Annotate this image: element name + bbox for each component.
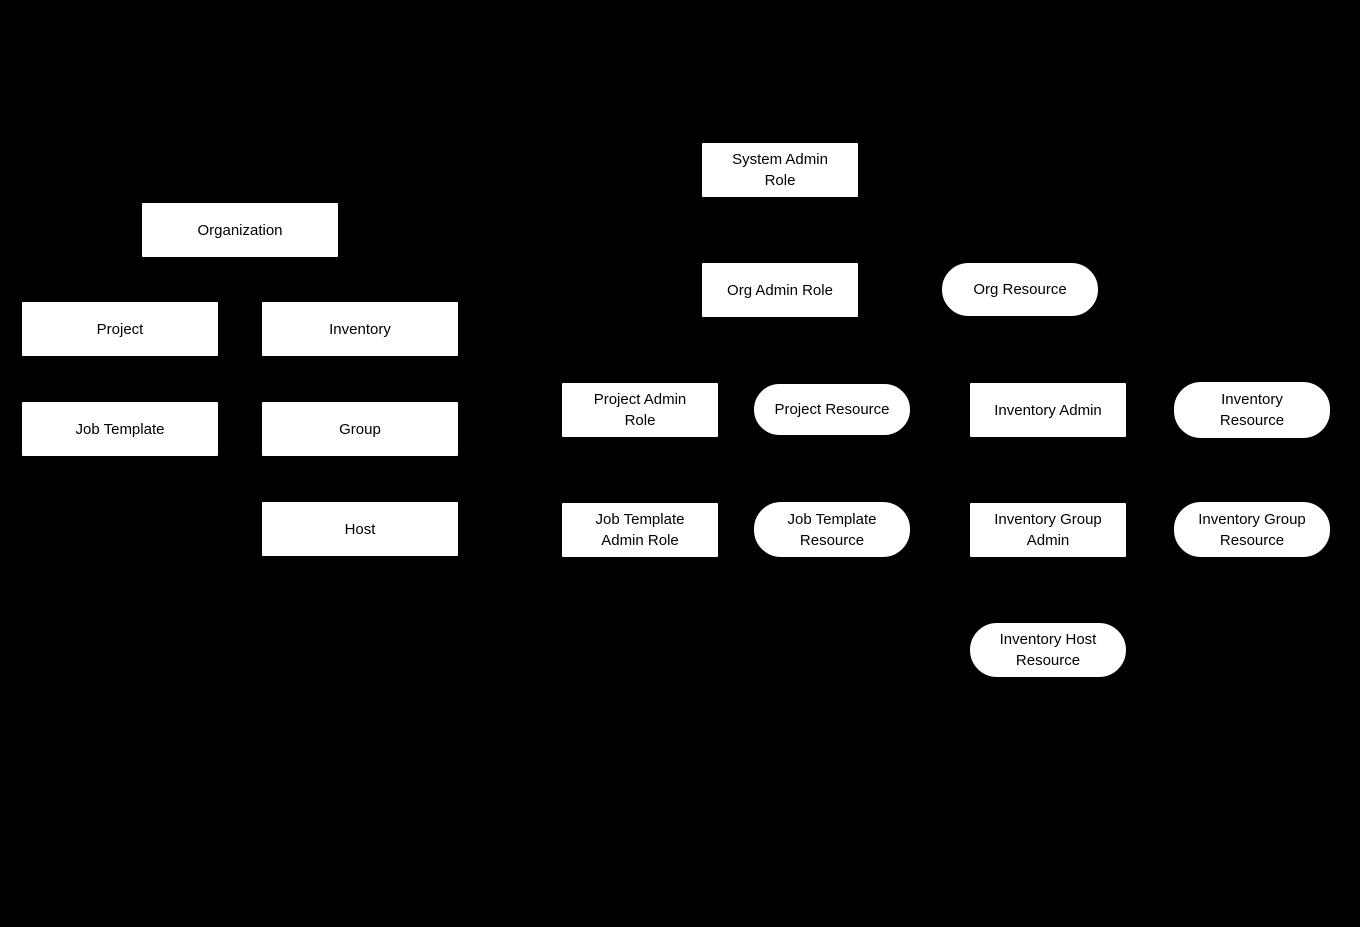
node-label-inventory-resource: Inventory Resource — [1219, 391, 1285, 429]
node-label-project-admin-role: Project Admin Role — [593, 391, 687, 429]
node-project-resource: Project Resource — [753, 383, 911, 436]
node-label-host: Host — [344, 520, 376, 538]
node-inventory-group-admin: Inventory Group Admin — [969, 502, 1127, 558]
node-label-inventory-group-admin: Inventory Group Admin — [994, 511, 1102, 549]
node-inventory-host-resource: Inventory Host Resource — [969, 622, 1127, 678]
node-project: Project — [21, 301, 219, 357]
node-inventory-group-resource: Inventory Group Resource — [1173, 501, 1331, 558]
node-inventory-resource: Inventory Resource — [1173, 381, 1331, 439]
node-label-inventory-host-resource: Inventory Host Resource — [999, 631, 1097, 669]
node-label-job-template-admin-role: Job Template Admin Role — [595, 511, 685, 549]
node-label-group: Group — [339, 420, 381, 438]
node-inventory: Inventory — [261, 301, 459, 357]
node-label-project: Project — [96, 320, 144, 338]
node-host: Host — [261, 501, 459, 557]
node-label-system-admin-role: System Admin Role — [732, 151, 828, 189]
node-label-inventory-admin: Inventory Admin — [994, 401, 1102, 419]
node-job-template-admin-role: Job Template Admin Role — [561, 502, 719, 558]
node-label-project-resource: Project Resource — [774, 401, 890, 418]
node-label-job-template: Job Template — [75, 420, 165, 438]
node-job-template: Job Template — [21, 401, 219, 457]
node-org-resource: Org Resource — [941, 262, 1099, 317]
node-label-job-template-resource: Job Template Resource — [787, 510, 877, 549]
node-inventory-admin: Inventory Admin — [969, 382, 1127, 438]
node-label-inventory-group-resource: Inventory Group Resource — [1198, 510, 1306, 549]
node-label-organization: Organization — [197, 221, 283, 239]
node-group: Group — [261, 401, 459, 457]
node-label-org-resource: Org Resource — [973, 281, 1067, 298]
node-project-admin-role: Project Admin Role — [561, 382, 719, 438]
node-label-inventory: Inventory — [329, 320, 391, 338]
node-system-admin-role: System Admin Role — [701, 142, 859, 198]
node-job-template-resource: Job Template Resource — [753, 501, 911, 558]
node-org-admin-role: Org Admin Role — [701, 262, 859, 318]
node-organization: Organization — [141, 202, 339, 258]
node-label-org-admin-role: Org Admin Role — [727, 281, 833, 299]
